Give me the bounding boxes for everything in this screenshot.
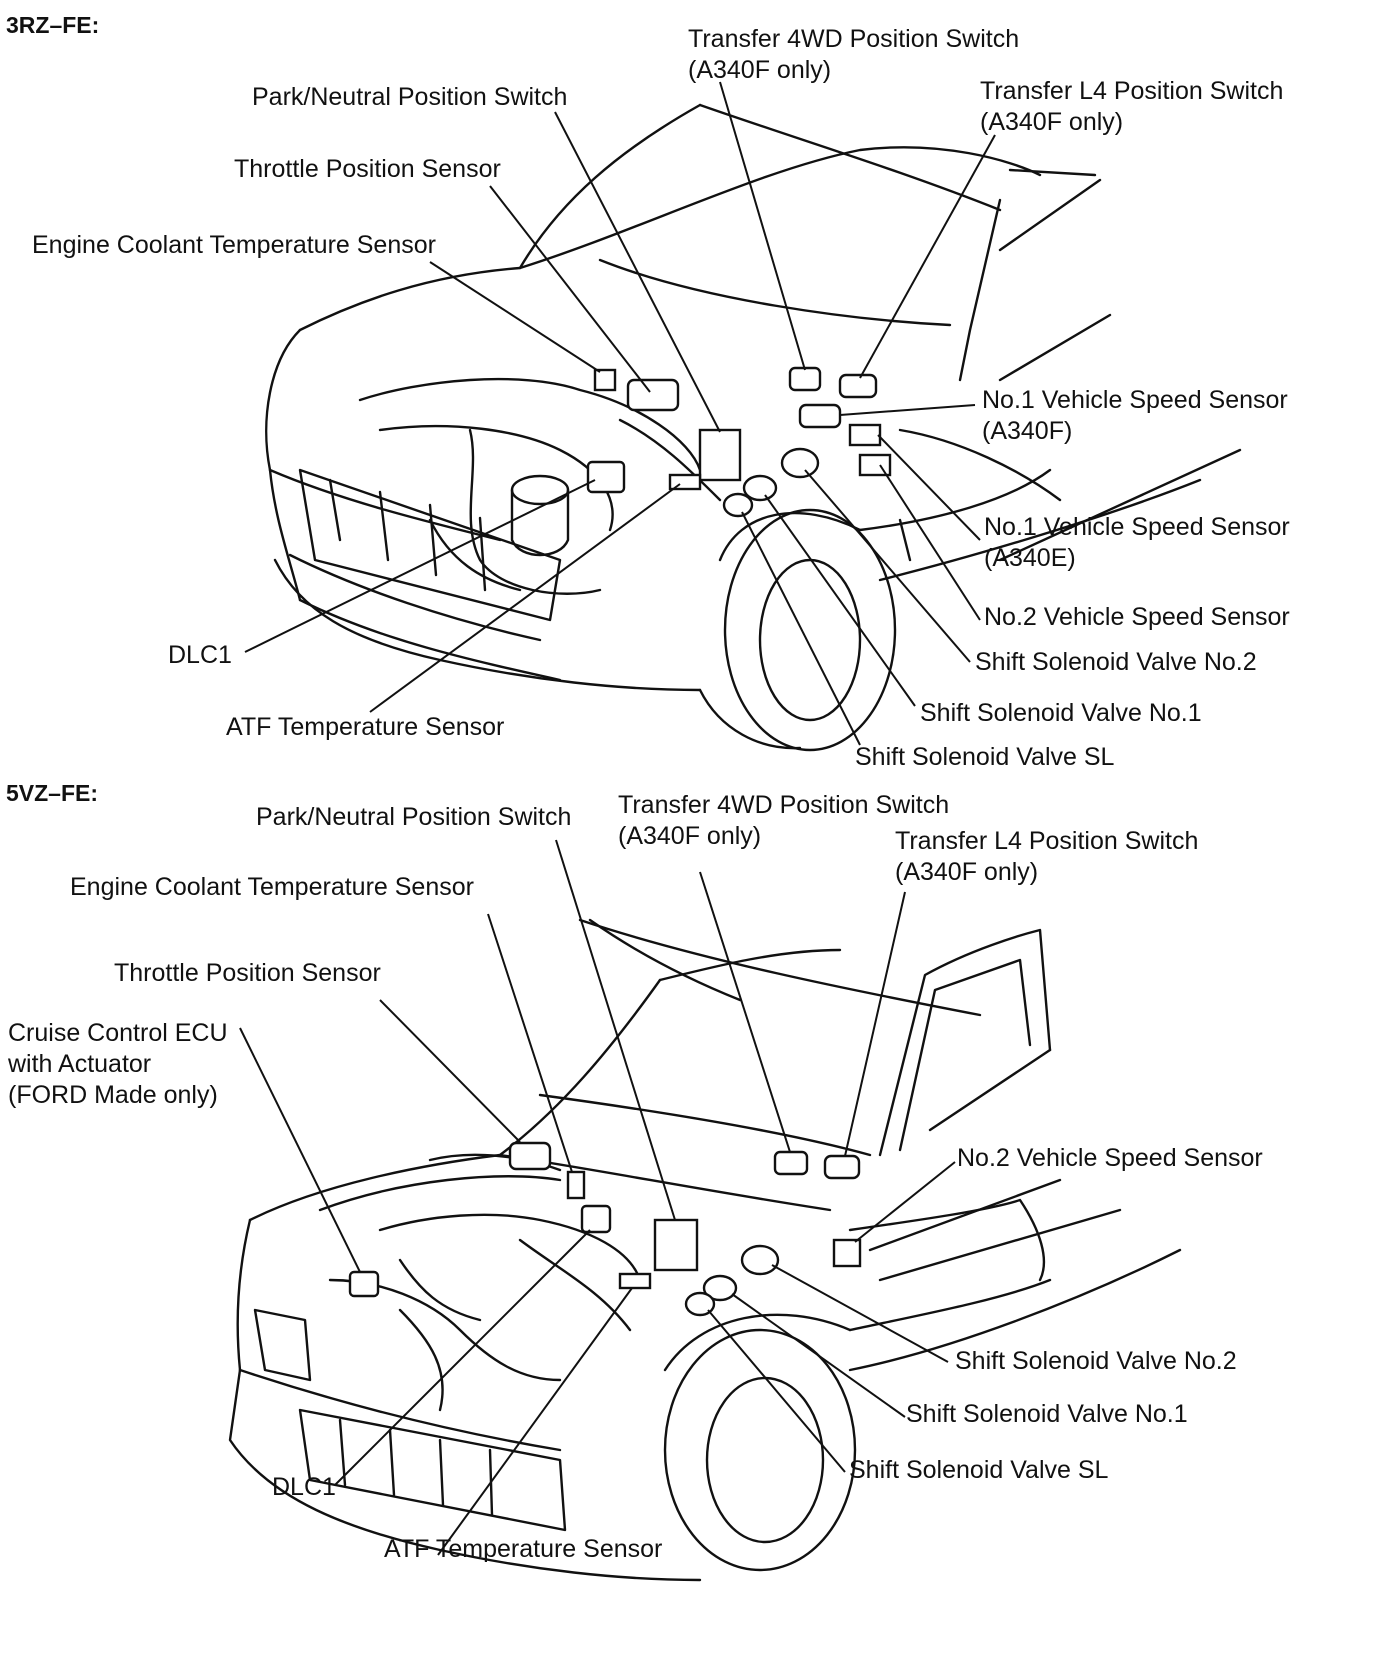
label-transfer-4wd-position-switch: Transfer 4WD Position Switch (A340F only…: [688, 24, 1019, 86]
label-line: (A340F): [982, 417, 1073, 445]
vss1-a340f-part: [798, 403, 842, 429]
label-park-neutral-position-switch: Park/Neutral Position Switch: [252, 83, 568, 111]
leader-lines-3rz: [244, 81, 996, 746]
vehicle-outline: [228, 918, 1182, 1582]
ssvsl-part: [722, 492, 754, 518]
throttle-sensor-part: [626, 378, 680, 412]
vss1-a340e-part: [848, 423, 882, 447]
park-neutral-switch-part: [653, 1218, 699, 1272]
label-cruise-control-ecu: Cruise Control ECU with Actuator (FORD M…: [8, 1018, 228, 1111]
label-line: No.1 Vehicle Speed Sensor: [982, 386, 1288, 414]
label-line: Cruise Control ECU: [8, 1019, 228, 1047]
engine-bay-drawing-5vz: [228, 839, 1182, 1582]
label-engine-coolant-temperature-sensor: Engine Coolant Temperature Sensor: [70, 873, 474, 901]
label-shift-solenoid-valve-no2: Shift Solenoid Valve No.2: [975, 648, 1257, 676]
label-line: No.1 Vehicle Speed Sensor: [984, 513, 1290, 541]
label-line: (A340F only): [895, 858, 1039, 886]
label-line: Transfer L4 Position Switch: [895, 827, 1199, 855]
label-line: (A340F only): [618, 822, 762, 850]
label-shift-solenoid-valve-sl: Shift Solenoid Valve SL: [855, 743, 1115, 771]
label-transfer-4wd-position-switch: Transfer 4WD Position Switch (A340F only…: [618, 790, 949, 852]
label-no1-vehicle-speed-sensor-a340f: No.1 Vehicle Speed Sensor (A340F): [982, 385, 1288, 447]
transfer-4wd-part: [773, 1150, 809, 1176]
engine-bay-drawing-3rz: [244, 81, 1242, 752]
vss2-part: [832, 1238, 862, 1268]
label-atf-temperature-sensor: ATF Temperature Sensor: [226, 713, 505, 741]
label-line: (FORD Made only): [8, 1081, 218, 1109]
label-no2-vehicle-speed-sensor: No.2 Vehicle Speed Sensor: [984, 603, 1290, 631]
label-shift-solenoid-valve-no1: Shift Solenoid Valve No.1: [920, 699, 1202, 727]
dlc1-part: [586, 460, 626, 494]
label-shift-solenoid-valve-sl: Shift Solenoid Valve SL: [849, 1456, 1109, 1484]
label-line: (A340F only): [980, 108, 1124, 136]
label-transfer-l4-position-switch: Transfer L4 Position Switch (A340F only): [980, 76, 1283, 138]
coolant-sensor-part: [593, 368, 617, 392]
label-line: Transfer L4 Position Switch: [980, 77, 1284, 105]
diagram-3rz-fe: 3RZ–FE: Transfer 4WD Position Switch (A3…: [0, 0, 1392, 810]
ssvsl-part: [684, 1291, 716, 1317]
components-5vz: [348, 1141, 862, 1317]
coolant-sensor-part: [566, 1170, 586, 1200]
transfer-l4-part: [823, 1154, 861, 1180]
heading-3rz-fe: 3RZ–FE:: [6, 12, 100, 38]
label-line: with Actuator: [8, 1050, 152, 1078]
label-line: Transfer 4WD Position Switch: [618, 791, 950, 819]
atf-sensor-part: [618, 1272, 652, 1290]
label-no1-vehicle-speed-sensor-a340e: No.1 Vehicle Speed Sensor (A340E): [984, 512, 1290, 574]
label-transfer-l4-position-switch: Transfer L4 Position Switch (A340F only): [895, 826, 1198, 888]
leader-lines-5vz: [239, 839, 956, 1556]
ssv1-part: [742, 474, 778, 502]
label-line: Transfer 4WD Position Switch: [688, 25, 1020, 53]
label-throttle-position-sensor: Throttle Position Sensor: [114, 959, 381, 987]
diagram-5vz-fe: 5VZ–FE: Park/Neutral Position Switch Tra…: [0, 780, 1392, 1668]
ssv1-part: [702, 1274, 738, 1302]
heading-5vz-fe: 5VZ–FE:: [6, 780, 99, 806]
label-dlc1: DLC1: [168, 641, 232, 669]
cruise-ecu-part: [348, 1270, 380, 1298]
transfer-l4-part: [838, 373, 878, 399]
label-line: (A340F only): [688, 56, 832, 84]
vehicle-outline: [265, 103, 1242, 752]
ssv2-part: [780, 447, 820, 479]
label-engine-coolant-temperature-sensor: Engine Coolant Temperature Sensor: [32, 231, 436, 259]
label-dlc1: DLC1: [272, 1473, 336, 1501]
park-neutral-switch-part: [698, 428, 742, 482]
ssv2-part: [740, 1244, 780, 1276]
transfer-4wd-part: [788, 366, 822, 392]
label-throttle-position-sensor: Throttle Position Sensor: [234, 155, 501, 183]
components-3rz: [586, 366, 892, 518]
label-line: (A340E): [984, 544, 1076, 572]
throttle-sensor-part: [508, 1141, 552, 1171]
label-atf-temperature-sensor: ATF Temperature Sensor: [384, 1535, 663, 1563]
label-park-neutral-position-switch: Park/Neutral Position Switch: [256, 803, 572, 831]
label-shift-solenoid-valve-no2: Shift Solenoid Valve No.2: [955, 1347, 1237, 1375]
label-no2-vehicle-speed-sensor: No.2 Vehicle Speed Sensor: [957, 1144, 1263, 1172]
dlc1-part: [580, 1204, 612, 1234]
label-shift-solenoid-valve-no1: Shift Solenoid Valve No.1: [906, 1400, 1188, 1428]
